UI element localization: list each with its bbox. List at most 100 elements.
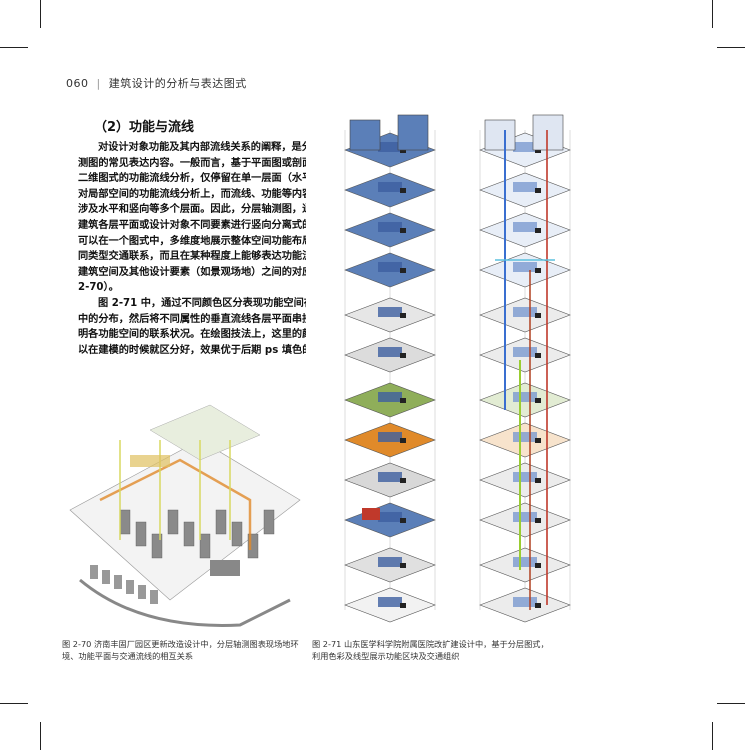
crop-mark [717,47,745,48]
room-block [378,142,402,152]
room-block [378,597,402,607]
tower-block [532,114,564,151]
room-block [535,478,541,483]
building-block [247,533,259,559]
crop-mark [712,0,713,28]
body-line: 建筑各层平面或设计对象不同要素进行竖向分离式的表达， [78,219,306,231]
room-block [400,603,406,608]
tower-block [484,119,516,151]
crop-mark [717,703,745,704]
room-block [513,262,537,272]
room-block [535,353,541,358]
crop-mark [40,722,41,750]
room-block [378,262,402,272]
body-line: 测图的常见表达内容。一般而言，基于平面图或剖面图等 [78,157,306,169]
room-block [400,353,406,358]
room-block [378,392,402,402]
room-block [513,597,537,607]
room-block [513,512,537,522]
room-block [400,228,406,233]
building-block [183,521,195,547]
room-block [535,188,541,193]
room-block [378,432,402,442]
body-line: 建筑空间及其他设计要素（如景观场地）之间的对应关系（图 [78,266,306,278]
crop-mark [0,703,28,704]
room-block [378,557,402,567]
body-line: 同类型交通联系，而且在某种程度上能够表达功能流线与 [78,251,306,263]
room-block [513,222,537,232]
room-block [535,268,541,273]
room-block [362,508,380,520]
building-block [151,533,163,559]
function-zone [130,455,170,467]
building-block [215,509,227,535]
room-block [535,148,541,153]
body-line: 可以在一个图式中，多维度地展示整体空间功能布局及不 [78,235,306,247]
body-text: 对设计对象功能及其内部流线关系的阐释，是分层轴测图的常见表达内容。一般而言，基于… [78,140,306,358]
building-block [126,580,134,594]
room-block [535,563,541,568]
room-block [535,603,541,608]
body-line: 图 2-71 中，通过不同颜色区分表现功能空间在建筑 [98,297,306,309]
building-block [167,509,179,535]
caption-line: 利用色彩及线型展示功能区块及交通组织 [312,651,460,661]
room-block [513,347,537,357]
room-block [378,347,402,357]
room-block [513,557,537,567]
room-block [400,268,406,273]
road [79,578,291,627]
building-block [138,585,146,599]
body-line: 以在建模的时候就区分好，效果优于后期 ps 填色的方式。 [78,344,306,356]
room-block [400,438,406,443]
section-title: （2）功能与流线 [94,120,195,135]
room-block [400,518,406,523]
room-block [378,222,402,232]
room-block [400,148,406,153]
building-block [210,560,240,576]
room-block [400,398,406,403]
room-block [513,142,537,152]
building-block [231,521,243,547]
book-title: 建筑设计的分析与表达图式 [108,77,247,90]
crop-mark [0,47,28,48]
building-block [135,521,147,547]
crop-mark [712,722,713,750]
room-block [535,313,541,318]
room-block [513,432,537,442]
figure-caption-2-71: 图 2-71 山东医学科学院附属医院改扩建设计中，基于分层图式， 利用色彩及线型… [312,638,612,662]
body-line: 2-70）。 [78,282,119,294]
building-block [119,509,131,535]
room-block [535,518,541,523]
building-block [90,565,98,579]
room-block [400,478,406,483]
room-block [400,313,406,318]
room-block [513,307,537,317]
room-block [513,472,537,482]
room-block [535,228,541,233]
body-line: 对设计对象功能及其内部流线关系的阐释，是分层轴 [98,142,306,153]
figure-2-70-axonometric [69,404,301,627]
room-block [378,472,402,482]
body-line: 对局部空间的功能流线分析上，而流线、功能等内容往往 [78,188,306,200]
crop-mark [40,0,41,28]
body-line: 涉及水平和竖向等多个层面。因此，分层轴测图，通过将 [78,204,306,216]
page-number: 060 [66,77,89,90]
room-block [513,392,537,402]
room-block [400,188,406,193]
room-block [513,182,537,192]
room-block [400,563,406,568]
site-layer [149,404,261,461]
figure-caption-2-70: 图 2-70 济南丰固厂园区更新改造设计中，分层轴测图表现场地环 境、功能平面与… [62,638,312,662]
room-block [378,182,402,192]
caption-line: 图 2-70 济南丰固厂园区更新改造设计中，分层轴测图表现场地环 [62,639,299,649]
running-header: 060|建筑设计的分析与表达图式 [66,77,247,90]
circulation-path [99,458,252,550]
caption-line: 境、功能平面与交通流线的相互关系 [62,651,194,661]
building-block [199,533,211,559]
body-line: 明各功能空间的联系状况。在绘图技法上，这里的颜色可 [78,329,306,341]
tower-block [397,114,429,151]
room-block [378,307,402,317]
tower-block [349,119,381,151]
building-block [102,570,110,584]
building-block [150,590,158,604]
